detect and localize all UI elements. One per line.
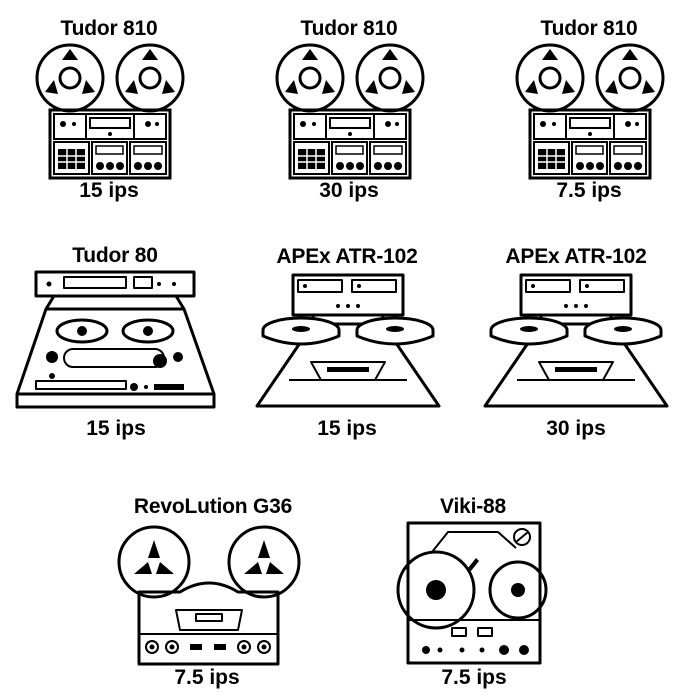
reel-to-reel-deck-icon bbox=[35, 43, 185, 180]
speed-label: 15 ips bbox=[79, 179, 139, 202]
studio-tape-machine-icon bbox=[255, 273, 441, 408]
studio-tape-machine-icon bbox=[483, 273, 669, 408]
reel-to-reel-deck-icon bbox=[515, 43, 665, 180]
speed-label: 7.5 ips bbox=[174, 666, 240, 689]
speed-label: 30 ips bbox=[546, 417, 606, 440]
model-title: Tudor 810 bbox=[540, 17, 638, 40]
speed-label: 7.5 ips bbox=[441, 666, 507, 689]
model-title: Viki-88 bbox=[440, 495, 506, 518]
speed-label: 15 ips bbox=[86, 417, 146, 440]
speed-label: 15 ips bbox=[317, 417, 377, 440]
model-title: Tudor 80 bbox=[72, 244, 158, 267]
model-title: Tudor 810 bbox=[300, 17, 398, 40]
model-title: APEx ATR-102 bbox=[276, 245, 418, 268]
model-title: RevoLution G36 bbox=[133, 495, 293, 518]
speed-label: 7.5 ips bbox=[556, 179, 622, 202]
reel-to-reel-deck-icon bbox=[275, 43, 425, 180]
portable-tape-recorder-icon bbox=[396, 521, 548, 665]
console-tape-machine-icon bbox=[15, 270, 216, 409]
three-spoke-reel-deck-icon bbox=[117, 525, 301, 666]
speed-label: 30 ips bbox=[319, 179, 379, 202]
model-title: APEx ATR-102 bbox=[505, 245, 647, 268]
model-title: Tudor 810 bbox=[60, 17, 158, 40]
